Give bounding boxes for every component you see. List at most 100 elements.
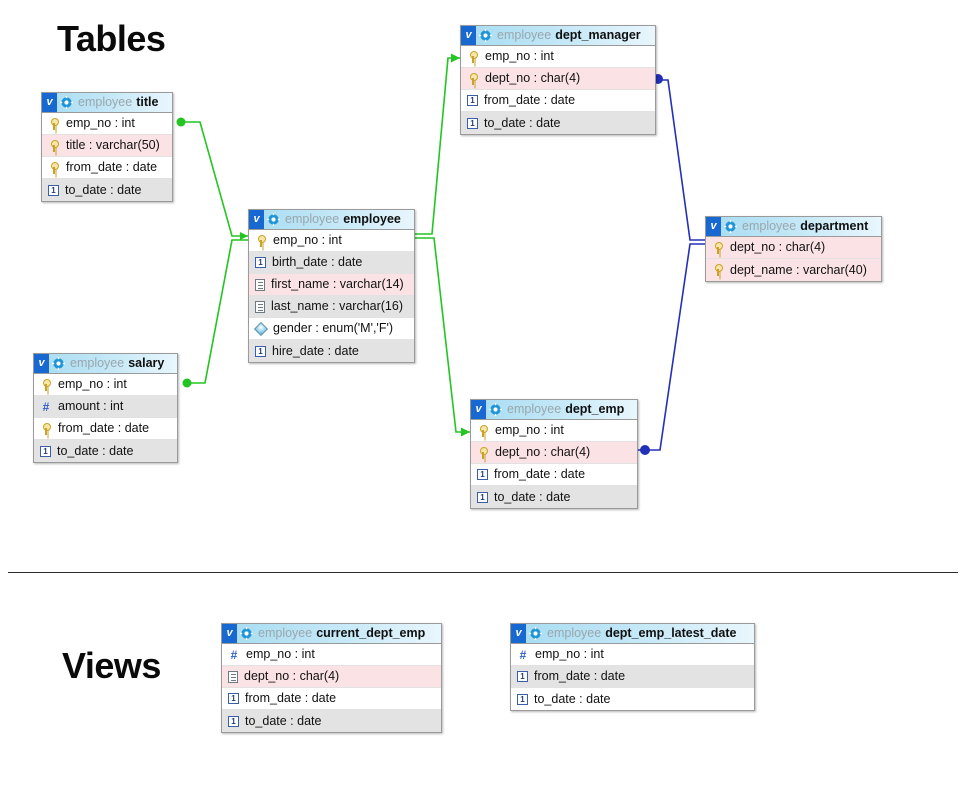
entity-name-label: dept_emp_latest_date [605, 626, 737, 641]
column-label: dept_no : char(4) [244, 669, 340, 684]
text-icon [228, 670, 238, 683]
column-label: birth_date : date [272, 255, 363, 270]
entity-schema-label: employee [507, 402, 562, 417]
column-row[interactable]: from_date : date [42, 157, 172, 179]
gear-icon [489, 403, 502, 416]
entity-schema-label: employee [497, 28, 552, 43]
column-row[interactable]: title : varchar(50) [42, 135, 172, 157]
gear-icon [479, 29, 492, 42]
column-row[interactable]: gender : enum('M','F') [249, 318, 414, 340]
gear-icon [52, 357, 65, 370]
column-row[interactable]: #emp_no : int [222, 644, 441, 666]
column-row[interactable]: #emp_no : int [511, 644, 754, 666]
section-title-views: Views [62, 645, 161, 686]
gear-icon [267, 213, 280, 226]
column-label: first_name : varchar(14) [271, 277, 404, 292]
column-label: dept_name : varchar(40) [730, 262, 867, 277]
column-row[interactable]: dept_no : char(4) [706, 237, 881, 259]
column-row[interactable]: dept_no : char(4) [471, 442, 637, 464]
relation-department-dept-emp [638, 243, 705, 455]
column-row[interactable]: dept_no : char(4) [461, 68, 655, 90]
column-row[interactable]: #amount : int [34, 396, 177, 418]
key-icon [712, 241, 724, 254]
key-icon [255, 234, 267, 247]
date-icon: 1 [228, 693, 239, 704]
column-label: dept_no : char(4) [495, 445, 591, 460]
column-label: to_date : date [534, 691, 611, 706]
enum-icon [255, 323, 267, 335]
view-badge-icon: v [511, 624, 526, 643]
column-label: to_date : date [57, 443, 134, 458]
entity-schema-label: employee [258, 626, 313, 641]
column-label: from_date : date [66, 160, 158, 175]
column-row[interactable]: 1 from_date : date [471, 464, 637, 486]
hash-icon: # [42, 399, 50, 414]
column-label: emp_no : int [495, 423, 564, 438]
column-row[interactable]: emp_no : int [249, 230, 414, 252]
column-label: hire_date : date [272, 343, 359, 358]
column-row[interactable]: 1 from_date : date [222, 688, 441, 710]
column-label: emp_no : int [485, 49, 554, 64]
column-row[interactable]: emp_no : int [34, 374, 177, 396]
key-icon [477, 424, 489, 437]
view-badge-icon: v [222, 624, 237, 643]
gear-icon [60, 96, 73, 109]
date-icon: 1 [477, 469, 488, 480]
entity-name-label: dept_emp [565, 402, 625, 417]
key-icon [48, 117, 60, 130]
date-icon: 1 [517, 671, 528, 682]
column-label: from_date : date [245, 691, 337, 706]
column-row[interactable]: emp_no : int [42, 113, 172, 135]
column-row[interactable]: emp_no : int [461, 46, 655, 68]
entity-name-label: department [800, 219, 869, 234]
key-icon [48, 139, 60, 152]
column-row[interactable]: emp_no : int [471, 420, 637, 442]
view-badge-icon: v [249, 210, 264, 229]
relation-employee-title [176, 117, 248, 240]
column-label: from_date : date [484, 93, 576, 108]
column-row[interactable]: from_date : date [34, 418, 177, 440]
date-icon: 1 [467, 117, 478, 129]
column-row[interactable]: dept_no : char(4) [222, 666, 441, 688]
entity-schema-label: employee [285, 212, 340, 227]
column-row[interactable]: dept_name : varchar(40) [706, 259, 881, 281]
date-icon: 1 [517, 693, 528, 705]
entity-name-label: dept_manager [555, 28, 641, 43]
section-title-tables: Tables [57, 18, 166, 59]
column-label: gender : enum('M','F') [273, 321, 394, 336]
column-row[interactable]: 1 to_date : date [511, 688, 754, 710]
column-row[interactable]: first_name : varchar(14) [249, 274, 414, 296]
entity-name-label: employee [343, 212, 401, 227]
relation-department-dept-manager [653, 74, 705, 241]
key-icon [40, 422, 52, 435]
column-row[interactable]: last_name : varchar(16) [249, 296, 414, 318]
column-label: from_date : date [494, 467, 586, 482]
date-icon: 1 [48, 184, 59, 196]
